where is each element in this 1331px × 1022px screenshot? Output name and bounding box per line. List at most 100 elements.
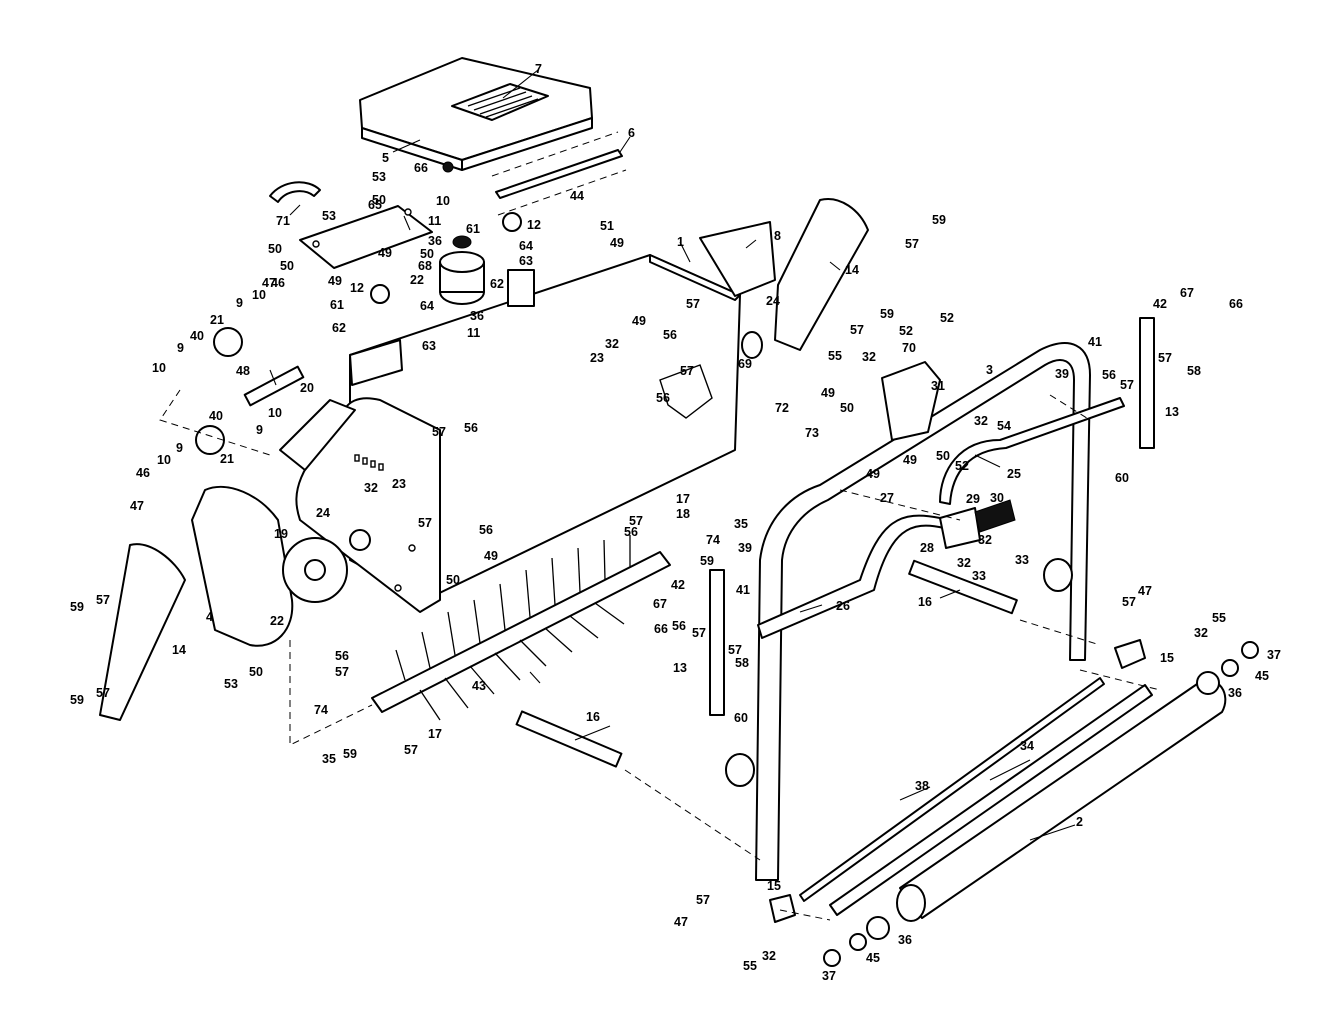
callout-label: 44 [570,189,584,203]
bracket [881,361,941,441]
callout-label: 36 [428,234,442,248]
callout-label: 32 [605,337,619,351]
callout-label: 42 [1153,297,1167,311]
callout-label: 57 [686,297,700,311]
callout-label: 50 [936,449,950,463]
callout-label: 36 [470,309,484,323]
callout-label: 59 [700,554,714,568]
right-strut [1139,317,1155,449]
callout-label: 56 [672,619,686,633]
callout-label: 42 [671,578,685,592]
callout-label: 57 [728,643,742,657]
roller [896,679,1227,922]
callout-label: 53 [322,209,336,223]
callout-label: 10 [436,194,450,208]
adjuster-link [243,365,305,407]
callout-label: 53 [224,677,238,691]
callout-label: 38 [915,779,929,793]
main-housing [279,254,741,613]
callout-label: 37 [822,969,836,983]
callout-label: 57 [335,665,349,679]
callout-label: 53 [372,170,386,184]
callout-label: 66 [654,622,668,636]
callout-label: 41 [1088,335,1102,349]
callout-label: 52 [940,311,954,325]
callout-label: 73 [805,426,819,440]
callout-label: 2 [1076,815,1083,829]
callout-label: 33 [1015,553,1029,567]
callout-label: 13 [1165,405,1179,419]
callout-label: 28 [920,541,934,555]
callout-label: 59 [70,693,84,707]
callout-label: 74 [314,703,328,717]
callout-label: 23 [392,477,406,491]
callout-label: 13 [673,661,687,675]
callout-label: 16 [586,710,600,724]
callout-label: 27 [880,491,894,505]
callout-label: 49 [484,549,498,563]
callout-label: 63 [519,254,533,268]
callout-label: 72 [775,401,789,415]
pulley-stack [439,235,535,307]
callout-label: 32 [978,533,992,547]
callout-label: 49 [328,274,342,288]
callout-label: 52 [955,459,969,473]
callout-label: 59 [932,213,946,227]
bush-12-lower [370,284,390,304]
callout-label: 57 [1120,378,1134,392]
callout-label: 25 [1007,467,1021,481]
left-side-plate [99,543,186,721]
leader-lines [269,69,1076,841]
callout-label: 18 [676,507,690,521]
callout-label: 64 [519,239,533,253]
callout-label: 26 [836,599,850,613]
callout-label: 48 [236,364,250,378]
callout-label: 66 [1229,297,1243,311]
callout-label: 24 [316,506,330,520]
callout-label: 10 [157,453,171,467]
roller-cap-right [1241,641,1259,659]
callout-label: 43 [472,679,486,693]
callout-label: 10 [152,361,166,375]
callout-label: 17 [676,492,690,506]
callout-label: 57 [680,364,694,378]
callout-label: 56 [663,328,677,342]
callout-label: 51 [600,219,614,233]
belt-guard [191,485,294,647]
callout-label: 20 [300,381,314,395]
callout-label: 49 [821,386,835,400]
callout-label: 57 [1158,351,1172,365]
callout-label: 32 [364,481,378,495]
callout-label: 10 [268,406,282,420]
callout-label: 21 [220,452,234,466]
callout-label: 57 [905,237,919,251]
callout-label: 47 [262,276,276,290]
callout-label: 19 [274,527,288,541]
callout-label: 3 [986,363,993,377]
callout-labels: 7 6 5 66 53 44 71 50 53 65 50 50 49 10 1… [70,62,1281,983]
top-shaft [491,131,627,216]
callout-label: 1 [677,235,684,249]
callout-label: 35 [734,517,748,531]
callout-label: 57 [629,514,643,528]
callout-label: 24 [766,294,780,308]
callout-label: 32 [862,350,876,364]
callout-label: 9 [176,441,183,455]
callout-label: 58 [735,656,749,670]
callout-label: 36 [898,933,912,947]
drive-cover-plate [269,181,433,269]
callout-label: 55 [828,349,842,363]
callout-label: 50 [420,247,434,261]
spring-right [908,559,1018,615]
callout-label: 71 [276,214,290,228]
callout-label: 32 [1194,626,1208,640]
callout-label: 47 [1138,584,1152,598]
callout-label: 55 [1212,611,1226,625]
roller-end-ring-left [866,916,890,940]
callout-label: 21 [210,313,224,327]
callout-label: 50 [446,573,460,587]
callout-label: 22 [410,273,424,287]
callout-label: 47 [674,915,688,929]
callout-label: 31 [931,379,945,393]
roller-axle [799,677,1105,902]
